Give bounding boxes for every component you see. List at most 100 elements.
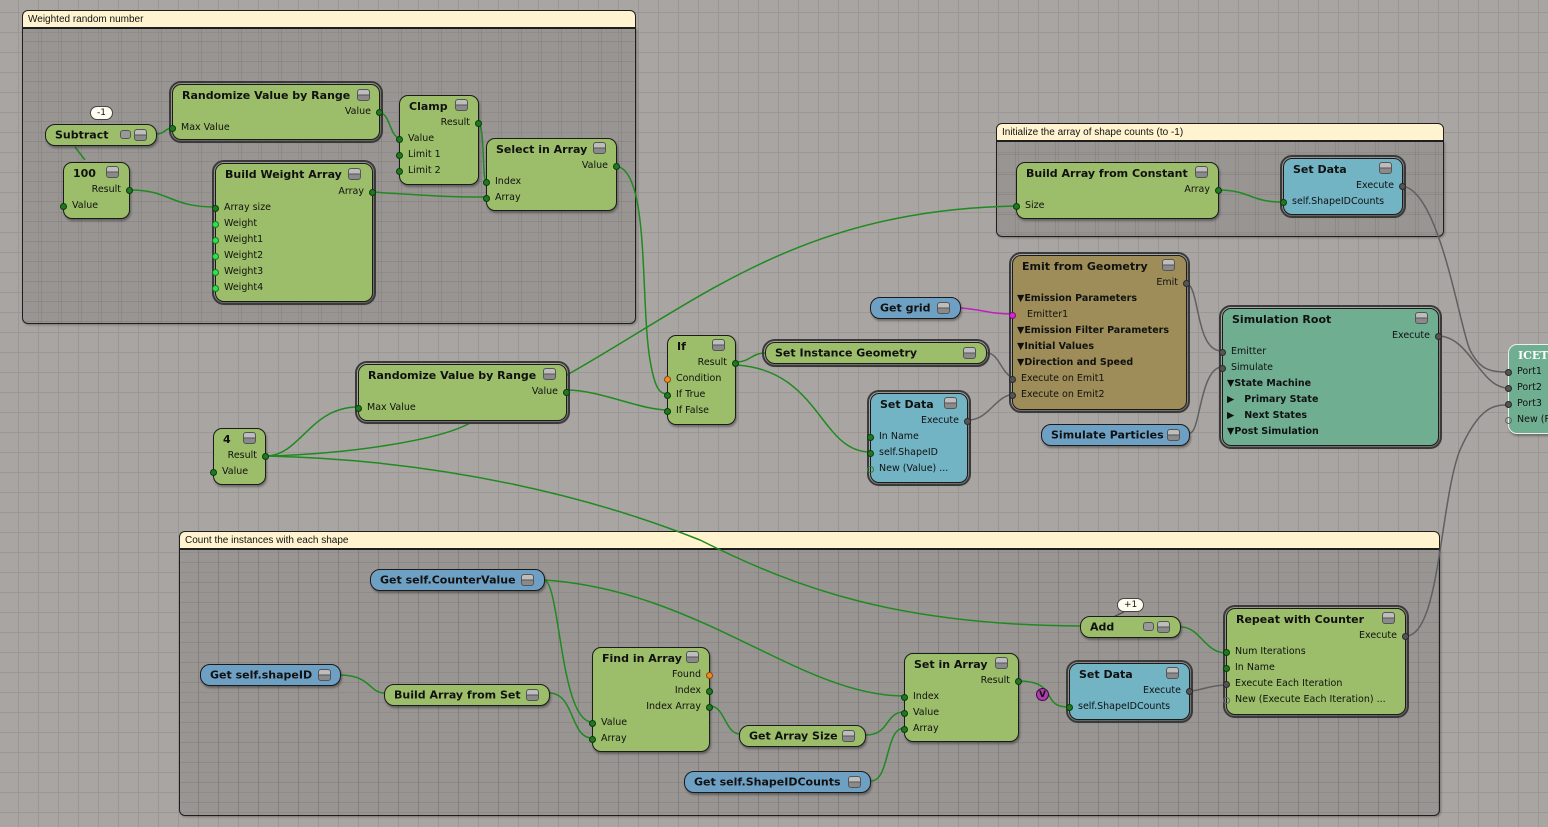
port-dot[interactable] [396, 136, 403, 143]
port-value-out[interactable]: Value [345, 106, 383, 117]
port-dot[interactable] [1219, 365, 1226, 372]
port-dot[interactable] [664, 376, 671, 383]
comment-icon[interactable] [1143, 622, 1154, 631]
node-emit-from-geometry[interactable]: Emit from Geometry Emit ▼Emission Parame… [1009, 252, 1190, 413]
port-dot[interactable] [212, 269, 219, 276]
port-in-name[interactable]: In Name [1223, 662, 1275, 673]
port-execute[interactable]: Execute [1356, 180, 1406, 191]
node-menu-icon[interactable] [995, 657, 1008, 669]
port-execute[interactable]: Execute [1143, 685, 1193, 696]
node-menu-icon[interactable] [243, 432, 256, 444]
node-set-instance-geometry[interactable]: Set Instance Geometry [762, 339, 990, 367]
port-weight3[interactable]: Weight3 [212, 266, 263, 277]
port-dot[interactable] [355, 405, 362, 412]
node-menu-icon[interactable] [712, 339, 725, 351]
node-get-grid[interactable]: Get grid [870, 297, 961, 319]
node-menu-icon[interactable] [521, 574, 534, 586]
port-dot[interactable] [1505, 401, 1512, 408]
port-dot[interactable] [1223, 665, 1230, 672]
port-array-size[interactable]: Array size [212, 202, 271, 213]
node-build-array-from-set[interactable]: Build Array from Set [384, 684, 550, 706]
port-emitter1[interactable]: Emitter1 [1009, 309, 1068, 320]
section-state-machine[interactable]: ▼State Machine [1227, 378, 1312, 389]
port-weight[interactable]: Weight [212, 218, 257, 229]
node-if[interactable]: If Result Condition If True If False [664, 335, 739, 425]
port-index[interactable]: Index [675, 685, 713, 696]
port-value[interactable]: Value [396, 133, 434, 144]
node-build-array-from-constant[interactable]: Build Array from Constant Array Size [1013, 162, 1222, 219]
port-found[interactable]: Found [672, 669, 713, 680]
node-get-counter-value[interactable]: Get self.CounterValue [370, 569, 545, 591]
port-self-shapeidcounts[interactable]: self.ShapeIDCounts [1066, 701, 1170, 712]
port-value-out[interactable]: Value [532, 386, 570, 397]
port-result[interactable]: Result [92, 184, 133, 195]
port-dot[interactable] [1223, 697, 1230, 704]
port-execute-on-emit2[interactable]: Execute on Emit2 [1009, 389, 1105, 400]
port-port2[interactable]: Port2 [1505, 382, 1542, 393]
port-dot[interactable] [1223, 681, 1230, 688]
port-max-value[interactable]: Max Value [355, 402, 416, 413]
port-dot[interactable] [212, 221, 219, 228]
node-menu-icon[interactable] [543, 368, 556, 380]
port-dot[interactable] [475, 120, 482, 127]
node-menu-icon[interactable] [134, 129, 147, 141]
port-execute[interactable]: Execute [1392, 330, 1442, 341]
port-dot[interactable] [60, 203, 67, 210]
port-dot[interactable] [1186, 688, 1193, 695]
port-dot[interactable] [867, 466, 874, 473]
port-dot[interactable] [901, 694, 908, 701]
port-dot[interactable] [732, 360, 739, 367]
node-menu-icon[interactable] [348, 168, 361, 180]
port-value[interactable]: Value [901, 707, 939, 718]
port-dot[interactable] [262, 453, 269, 460]
port-dot[interactable] [1505, 417, 1512, 424]
port-dot[interactable] [901, 726, 908, 733]
port-execute-on-emit1[interactable]: Execute on Emit1 [1009, 373, 1105, 384]
port-dot[interactable] [706, 672, 713, 679]
node-get-array-size[interactable]: Get Array Size [739, 725, 866, 747]
node-menu-icon[interactable] [526, 689, 539, 701]
port-if-true[interactable]: If True [664, 389, 705, 400]
port-dot[interactable] [1183, 280, 1190, 287]
port-array[interactable]: Array [901, 723, 939, 734]
port-dot[interactable] [1435, 333, 1442, 340]
node-menu-icon[interactable] [357, 89, 370, 101]
section-next-states[interactable]: ▶ Next States [1227, 410, 1308, 421]
port-dot[interactable] [396, 152, 403, 159]
node-menu-icon[interactable] [1379, 162, 1392, 174]
port-dot[interactable] [1013, 203, 1020, 210]
node-set-in-array[interactable]: Set in Array Result Index Value Array [901, 653, 1022, 742]
port-dot[interactable] [1219, 349, 1226, 356]
port-result[interactable]: Result [228, 450, 269, 461]
node-menu-icon[interactable] [593, 142, 606, 154]
port-execute[interactable]: Execute [1359, 630, 1409, 641]
port-value[interactable]: Value [210, 466, 248, 477]
port-dot[interactable] [589, 736, 596, 743]
port-dot[interactable] [212, 253, 219, 260]
port-index[interactable]: Index [901, 691, 939, 702]
port-array[interactable]: Array [589, 733, 627, 744]
port-dot[interactable] [964, 418, 971, 425]
port-num-iterations[interactable]: Num Iterations [1223, 646, 1306, 657]
port-dot[interactable] [1009, 312, 1016, 319]
port-weight1[interactable]: Weight1 [212, 234, 263, 245]
port-dot[interactable] [210, 469, 217, 476]
node-menu-icon[interactable] [1195, 166, 1208, 178]
node-menu-icon[interactable] [686, 651, 699, 663]
port-condition[interactable]: Condition [664, 373, 721, 384]
node-repeat-with-counter[interactable]: Repeat with Counter Execute Num Iteratio… [1223, 605, 1409, 718]
port-weight4[interactable]: Weight4 [212, 282, 263, 293]
node-menu-icon[interactable] [944, 397, 957, 409]
node-add[interactable]: Add [1080, 616, 1181, 638]
port-dot[interactable] [706, 704, 713, 711]
section-direction-and-speed[interactable]: ▼Direction and Speed [1017, 357, 1134, 368]
port-dot[interactable] [396, 168, 403, 175]
node-menu-icon[interactable] [455, 99, 468, 111]
node-subtract[interactable]: Subtract [45, 124, 157, 146]
port-dot[interactable] [212, 205, 219, 212]
port-self-shapeidcounts[interactable]: self.ShapeIDCounts [1280, 196, 1384, 207]
node-get-shapeid[interactable]: Get self.shapeID [200, 664, 341, 686]
port-dot[interactable] [901, 710, 908, 717]
port-result[interactable]: Result [441, 117, 482, 128]
node-select-in-array[interactable]: Select in Array Value Index Array [483, 138, 620, 211]
